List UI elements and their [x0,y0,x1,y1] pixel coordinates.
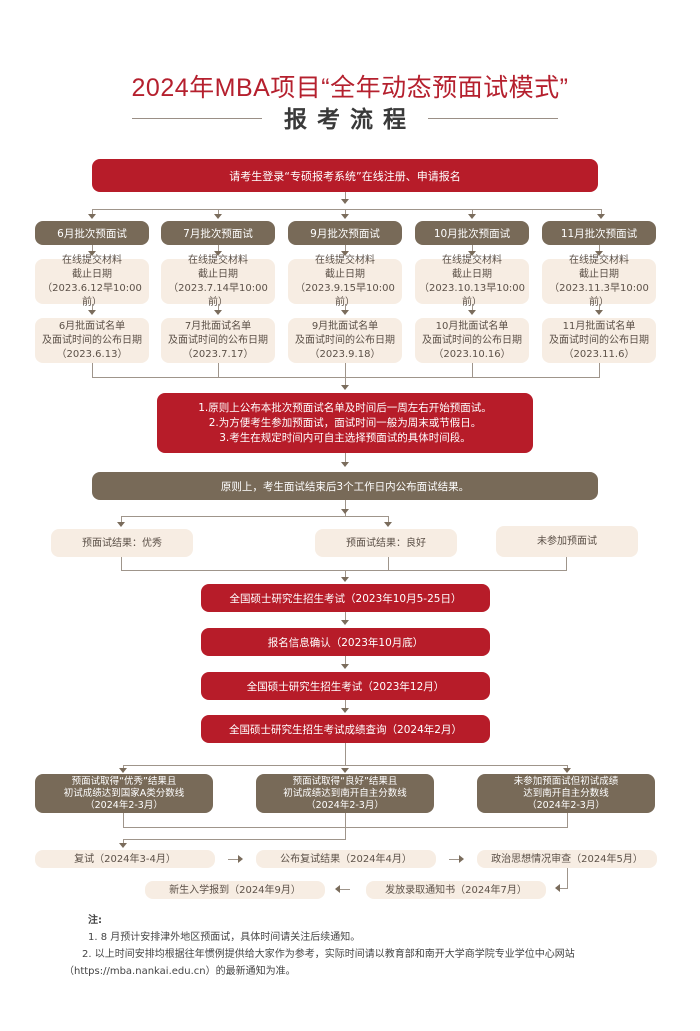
batch-label: 7月批次预面试 [161,221,275,245]
connector [92,377,600,378]
arrow-left-icon [335,885,340,893]
arrow-down-icon [563,768,571,773]
announce-date: 9月批面试名单 及面试时间的公布日期 （2023.9.18） [288,318,402,363]
result-excellent: 预面试结果：优秀 [51,529,193,557]
connector [123,839,346,840]
batch-label: 6月批次预面试 [35,221,149,245]
connector [345,453,346,463]
arrow-down-icon [341,462,349,467]
retest-step: 复试（2024年3-4月） [35,850,215,868]
arrow-down-icon [119,768,127,773]
note-item: 2. 以上时间安排均根据往年惯例提供给大家作为参考，实际时间请以教育部和南开大学… [64,949,575,977]
arrow-down-icon [88,214,96,219]
announce-date: 11月批面试名单 及面试时间的公布日期 （2023.11.6） [542,318,656,363]
arrow-right-icon [459,855,464,863]
connector [345,192,346,201]
arrow-down-icon [341,664,349,669]
announce-date: 10月批面试名单 及面试时间的公布日期 （2023.10.16） [415,318,529,363]
announce-date: 6月批面试名单 及面试时间的公布日期 （2023.6.13） [35,318,149,363]
arrow-down-icon [214,310,222,315]
arrow-down-icon [341,768,349,773]
arrow-down-icon [341,509,349,514]
connector [121,570,567,571]
enrollment-step: 新生入学报到（2024年9月） [145,881,325,899]
title-divider-left [132,118,262,119]
submit-deadline: 在线提交材料 截止日期 （2023.10.13早10:00前） [415,255,529,308]
info-confirmation: 报名信息确认（2023年10月底） [201,628,490,656]
result-notice: 原则上，考生面试结束后3个工作日内公布面试结果。 [92,472,598,500]
arrow-down-icon [341,708,349,713]
arrow-down-icon [468,310,476,315]
political-review-step: 政治思想情况审查（2024年5月） [477,850,657,868]
batch-label: 10月批次预面试 [415,221,529,245]
note-item: 1. 8 月预计安排津外地区预面试，具体时间请关注后续通知。 [88,932,361,943]
submit-deadline: 在线提交材料 截止日期 （2023.9.15早10:00前） [288,255,402,308]
notes-heading: 注: [88,915,102,926]
arrow-down-icon [341,214,349,219]
arrow-down-icon [595,310,603,315]
outcome-good: 预面试取得“良好”结果且 初试成绩达到南开自主分数线 （2024年2-3月） [256,774,434,813]
arrow-down-icon [341,620,349,625]
title-divider-right [428,118,558,119]
connector [345,500,346,516]
arrow-down-icon [341,385,349,390]
arrow-down-icon [341,251,349,256]
connector [121,516,389,517]
submit-deadline: 在线提交材料 截止日期 （2023.7.14早10:00前） [161,255,275,308]
arrow-right-icon [238,855,243,863]
retest-results-step: 公布复试结果（2024年4月） [256,850,436,868]
arrow-down-icon [88,310,96,315]
score-inquiry: 全国硕士研究生招生考试成绩查询（2024年2月） [201,715,490,743]
submit-deadline: 在线提交材料 截止日期 （2023.6.12早10:00前） [35,255,149,308]
arrow-down-icon [595,251,603,256]
notes-section: 注: 1. 8 月预计安排津外地区预面试，具体时间请关注后续通知。 2. 以上时… [64,912,670,980]
outcome-excellent: 预面试取得“优秀”结果且 初试成绩达到国家A类分数线 （2024年2-3月） [35,774,213,813]
outcome-absent: 未参加预面试但初试成绩 达到南开自主分数线 （2024年2-3月） [477,774,655,813]
arrow-down-icon [88,251,96,256]
page-title: 2024年MBA项目“全年动态预面试模式” [131,74,569,102]
exam-registration: 全国硕士研究生招生考试（2023年10月5-25日） [201,584,490,612]
submit-deadline: 在线提交材料 截止日期 （2023.11.3早10:00前） [542,255,656,308]
national-exam: 全国硕士研究生招生考试（2023年12月） [201,672,490,700]
connector [345,377,346,386]
arrow-down-icon [468,251,476,256]
arrow-down-icon [117,522,125,527]
arrow-down-icon [341,577,349,582]
registration-step: 请考生登录“专硕报考系统”在线注册、申请报名 [92,159,598,192]
admission-letter-step: 发放录取通知书（2024年7月） [366,881,546,899]
arrow-down-icon [597,214,605,219]
page-subtitle: 报考流程 [284,107,416,133]
batch-label: 9月批次预面试 [288,221,402,245]
arrow-down-icon [468,214,476,219]
arrow-down-icon [119,843,127,848]
arrow-left-icon [555,884,560,892]
arrow-down-icon [214,251,222,256]
arrow-down-icon [341,310,349,315]
connector [92,209,602,210]
arrow-down-icon [214,214,222,219]
result-absent: 未参加预面试 [496,526,638,557]
arrow-down-icon [384,522,392,527]
connector [123,765,568,766]
arrow-down-icon [341,199,349,204]
announce-date: 7月批面试名单 及面试时间的公布日期 （2023.7.17） [161,318,275,363]
preinterview-rules: 1.原则上公布本批次预面试名单及时间后一周左右开始预面试。 2.为方便考生参加预… [157,393,533,453]
batch-label: 11月批次预面试 [542,221,656,245]
result-good: 预面试结果：良好 [315,529,457,557]
